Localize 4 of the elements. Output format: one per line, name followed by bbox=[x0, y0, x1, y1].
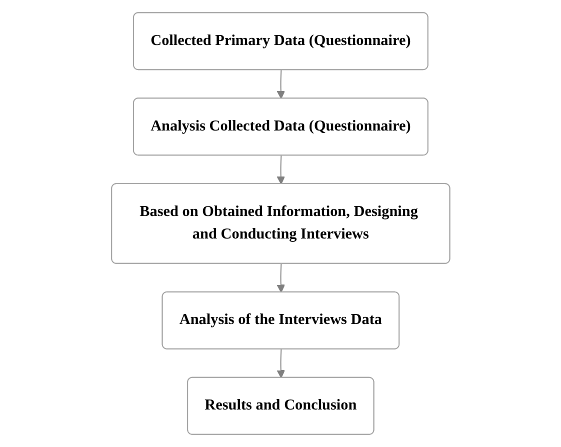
arrow bbox=[276, 70, 285, 99]
arrow bbox=[276, 155, 285, 184]
arrow bbox=[276, 263, 285, 293]
arrow bbox=[276, 348, 285, 378]
